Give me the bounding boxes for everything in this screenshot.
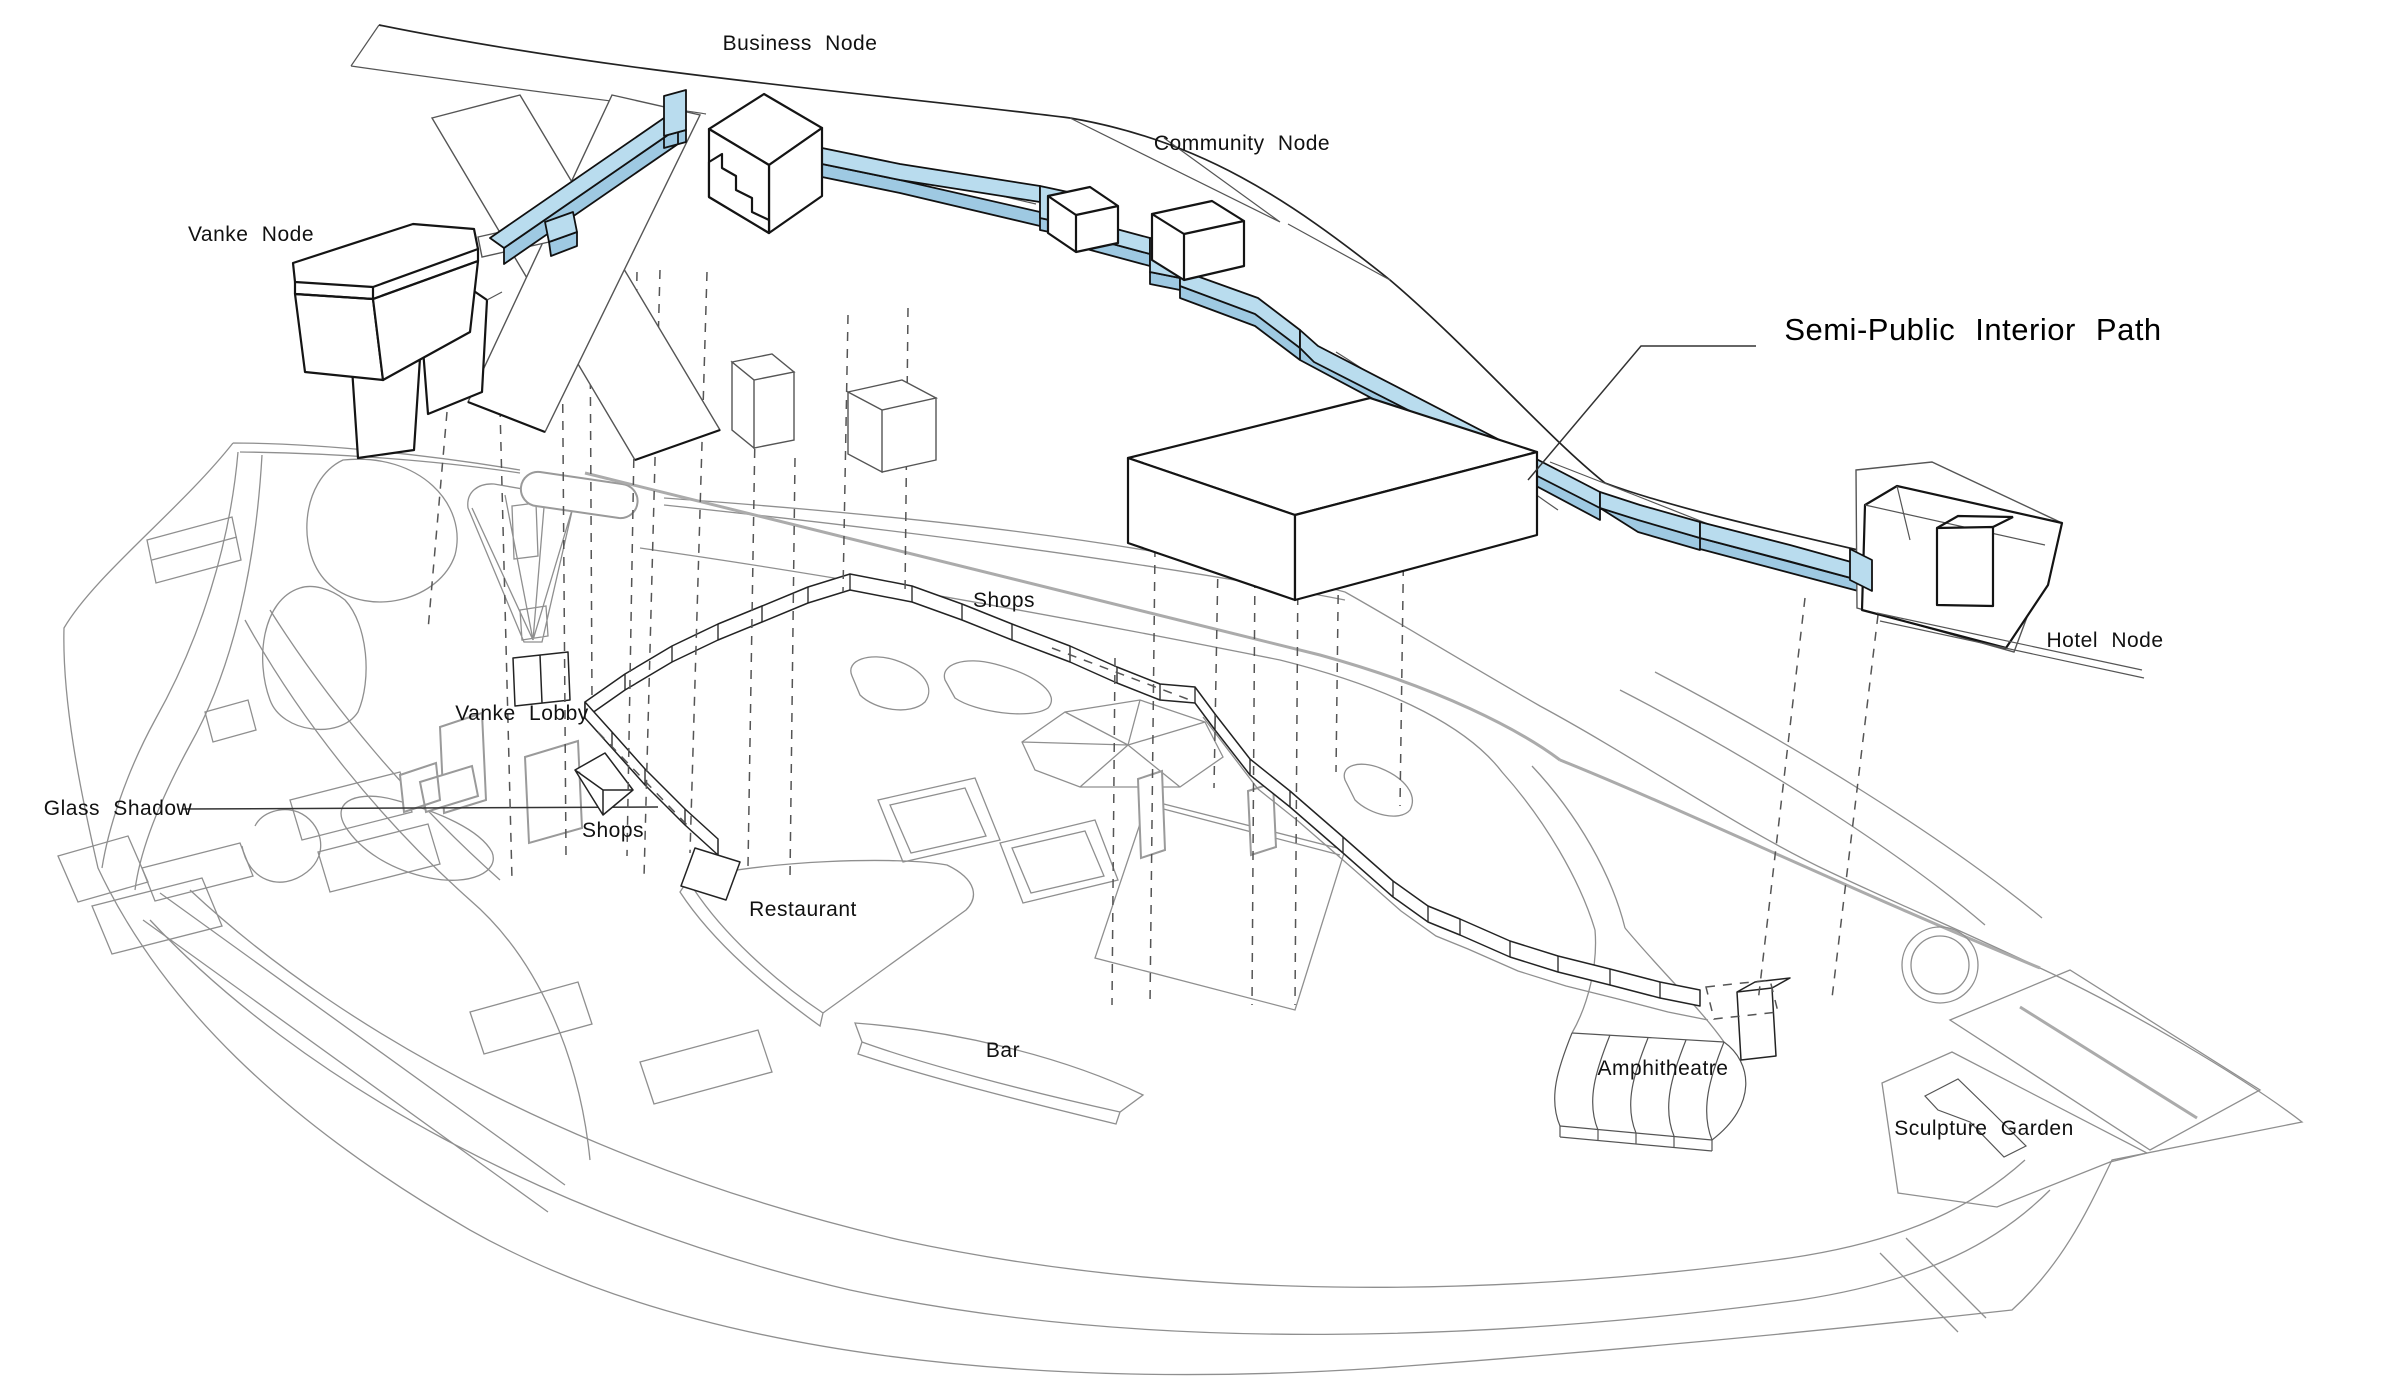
vanke-node-building [291,221,550,382]
lawn-blob [262,585,367,731]
label-semi-public-interior-path: Semi-Public Interior Path [1784,312,2162,347]
upper-band-edge [378,24,2009,587]
hotel-node-building [1849,461,2145,679]
projection-lines [427,269,1879,1006]
pool [877,777,1001,863]
funnel-tower [467,483,576,643]
label-shops-upper: Shops [972,589,1036,612]
label-glass-shadow: Glass Shadow [43,797,193,820]
glass-panels [398,711,1278,860]
pond [850,656,1053,715]
label-vanke-node: Vanke Node [187,223,315,246]
label-vanke-lobby: Vanke Lobby [455,702,589,725]
sculpture-garden-plaza [1881,1051,2149,1208]
pond [340,795,494,881]
label-amphitheatre: Amphitheatre [1597,1057,1729,1080]
lobby-box [512,651,571,707]
label-restaurant: Restaurant [749,898,857,921]
central-plaza [1094,799,1346,1011]
bar-slab [854,1022,1145,1125]
east-plaza [1948,969,2262,1151]
pond [1343,763,1413,817]
restaurant-plate [679,859,974,1028]
chain-end-box [680,847,741,901]
hook-road [241,809,322,883]
pill-platform [519,470,639,520]
label-sculpture-garden: Sculpture Garden [1894,1117,2074,1140]
interior-path-leader-line [1527,345,1756,481]
business-node-building [707,92,824,235]
plaza-rect [146,516,242,584]
round-pond [1901,926,1979,1004]
slab-building [1126,396,1539,602]
label-hotel-node: Hotel Node [2046,629,2164,652]
community-node-buildings [1046,185,1246,282]
label-bar: Bar [985,1039,1021,1062]
tent-pavilion [1021,699,1224,788]
ground-plan [57,442,2304,1376]
upper-level [291,24,2145,679]
label-business-node: Business Node [722,32,878,55]
mid-boxes [730,353,939,474]
lawn-blob [306,458,458,603]
shop-cube [574,752,634,816]
glass-shadow-leader-line [181,806,659,810]
bridge-wedge [204,699,257,743]
label-community-node: Community Node [1153,132,1331,155]
left-roads [101,451,591,1161]
shops-chain [512,573,1791,1061]
amphitheatre-steps [1554,1032,1747,1152]
label-shops-lower: Shops [581,819,645,842]
end-pavilion [1736,977,1791,1061]
boulevard-edge [584,471,2041,970]
ring-road [149,889,2051,1336]
